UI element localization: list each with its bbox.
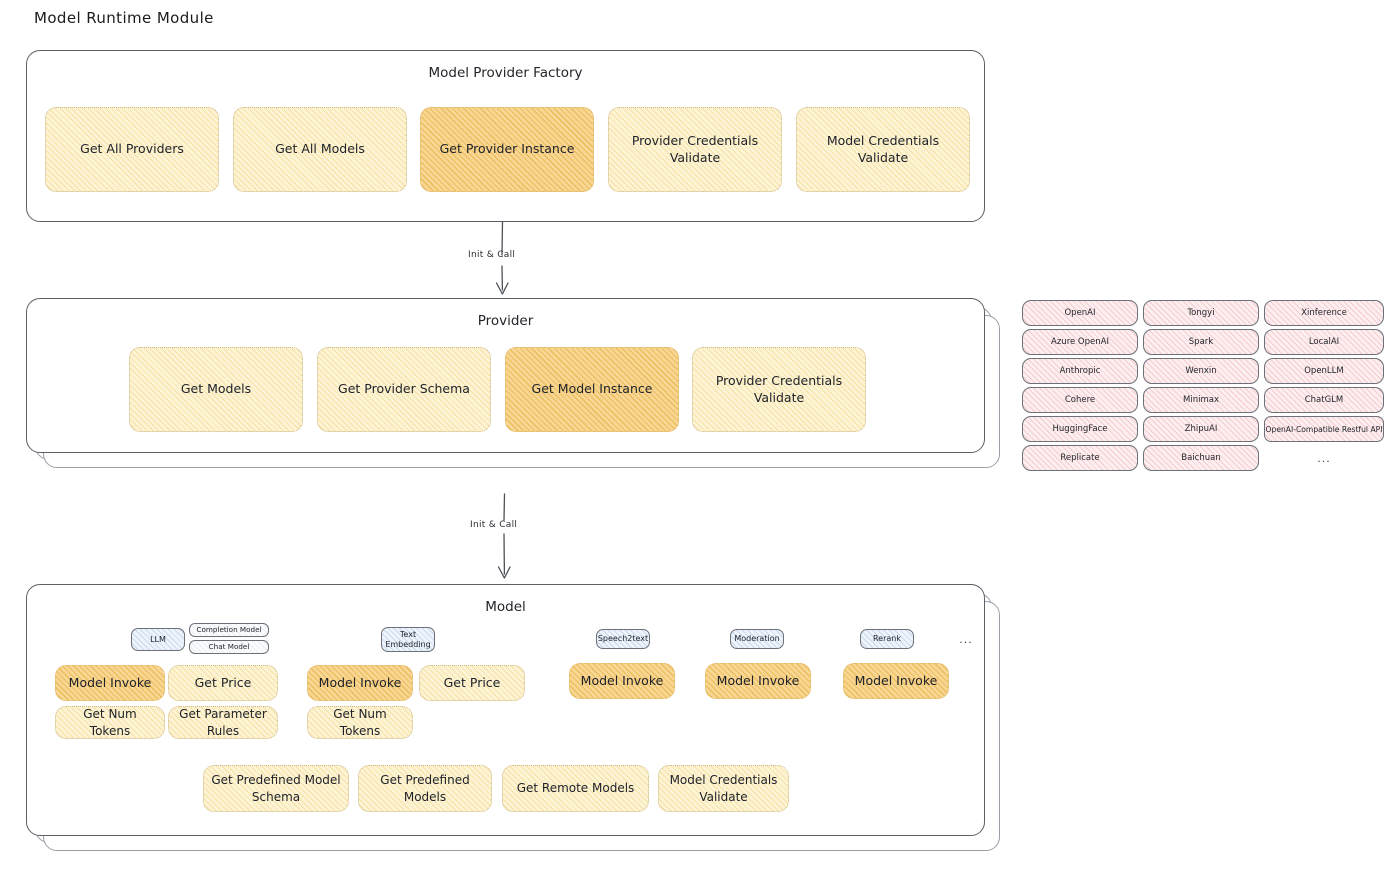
model-type-tag-moderation[interactable]: Moderation	[730, 629, 784, 649]
llm-node-get-price[interactable]: Get Price	[168, 665, 278, 701]
model-node-get-predefined-model-schema[interactable]: Get Predefined Model Schema	[203, 765, 349, 812]
model-types-more: ...	[959, 632, 973, 646]
provider-chip-cohere[interactable]: Cohere	[1022, 387, 1138, 413]
provider-chip-huggingface[interactable]: HuggingFace	[1022, 416, 1138, 442]
factory-node-get-provider-instance[interactable]: Get Provider Instance	[420, 107, 594, 192]
provider-group: Provider Get Models Get Provider Schema …	[26, 298, 1000, 468]
provider-chip-openllm[interactable]: OpenLLM	[1264, 358, 1384, 384]
provider-chip-tongyi[interactable]: Tongyi	[1143, 300, 1259, 326]
factory-node-get-all-providers[interactable]: Get All Providers	[45, 107, 219, 192]
llm-node-get-num-tokens[interactable]: Get Num Tokens	[55, 706, 165, 739]
model-node-model-credentials-validate[interactable]: Model Credentials Validate	[658, 765, 789, 812]
model-title: Model	[485, 599, 526, 615]
llm-node-get-parameter-rules[interactable]: Get Parameter Rules	[168, 706, 278, 739]
rerank-node-model-invoke[interactable]: Model Invoke	[843, 663, 949, 699]
moderation-node-model-invoke[interactable]: Model Invoke	[705, 663, 811, 699]
provider-chip-replicate[interactable]: Replicate	[1022, 445, 1138, 471]
provider-chip-azure-openai[interactable]: Azure OpenAI	[1022, 329, 1138, 355]
provider-node-get-model-instance[interactable]: Get Model Instance	[505, 347, 679, 432]
factory-node-provider-credentials-validate[interactable]: Provider Credentials Validate	[608, 107, 782, 192]
provider-list: OpenAI Azure OpenAI Anthropic Cohere Hug…	[1022, 300, 1384, 475]
connector-provider-to-model: Init & Call	[470, 493, 524, 584]
text-embedding-node-model-invoke[interactable]: Model Invoke	[307, 665, 413, 701]
provider-chip-zhipuai[interactable]: ZhipuAI	[1143, 416, 1259, 442]
model-subtag-completion-model[interactable]: Completion Model	[189, 623, 269, 637]
model-group: Model LLM Completion Model Chat Model Mo…	[26, 584, 1000, 851]
model-node-get-remote-models[interactable]: Get Remote Models	[502, 765, 649, 812]
connector-label-init-call-2: Init & Call	[470, 520, 518, 530]
provider-chip-openai[interactable]: OpenAI	[1022, 300, 1138, 326]
provider-node-get-models[interactable]: Get Models	[129, 347, 303, 432]
provider-chip-spark[interactable]: Spark	[1143, 329, 1259, 355]
provider-chip-xinference[interactable]: Xinference	[1264, 300, 1384, 326]
model-node-get-predefined-models[interactable]: Get Predefined Models	[358, 765, 492, 812]
provider-chip-anthropic[interactable]: Anthropic	[1022, 358, 1138, 384]
model-type-tag-text-embedding[interactable]: Text Embedding	[381, 627, 435, 652]
model-type-tag-rerank[interactable]: Rerank	[860, 629, 914, 649]
provider-chip-openai-compatible-restful-api[interactable]: OpenAI-Compatible Restful API	[1264, 416, 1384, 442]
provider-chip-chatglm[interactable]: ChatGLM	[1264, 387, 1384, 413]
model-type-tag-llm[interactable]: LLM	[131, 628, 185, 651]
provider-node-provider-credentials-validate[interactable]: Provider Credentials Validate	[692, 347, 866, 432]
model-type-tag-speech2text[interactable]: Speech2text	[596, 629, 650, 649]
factory-node-get-all-models[interactable]: Get All Models	[233, 107, 407, 192]
provider-chip-localai[interactable]: LocalAI	[1264, 329, 1384, 355]
provider-chip-baichuan[interactable]: Baichuan	[1143, 445, 1259, 471]
factory-node-model-credentials-validate[interactable]: Model Credentials Validate	[796, 107, 970, 192]
provider-list-more: ...	[1317, 451, 1331, 465]
page-title: Model Runtime Module	[34, 9, 214, 27]
model-subtag-chat-model[interactable]: Chat Model	[189, 640, 269, 654]
provider-node-get-provider-schema[interactable]: Get Provider Schema	[317, 347, 491, 432]
connector-factory-to-provider: Init & Call	[468, 221, 522, 298]
provider-title: Provider	[477, 313, 534, 329]
connector-label-init-call-1: Init & Call	[468, 250, 516, 260]
speech2text-node-model-invoke[interactable]: Model Invoke	[569, 663, 675, 699]
llm-node-model-invoke[interactable]: Model Invoke	[55, 665, 165, 701]
model-provider-factory-title: Model Provider Factory	[428, 65, 583, 81]
provider-chip-minimax[interactable]: Minimax	[1143, 387, 1259, 413]
model-provider-factory-group: Model Provider Factory Get All Providers…	[26, 50, 985, 222]
text-embedding-node-get-num-tokens[interactable]: Get Num Tokens	[307, 706, 413, 739]
text-embedding-node-get-price[interactable]: Get Price	[419, 665, 525, 701]
provider-chip-wenxin[interactable]: Wenxin	[1143, 358, 1259, 384]
